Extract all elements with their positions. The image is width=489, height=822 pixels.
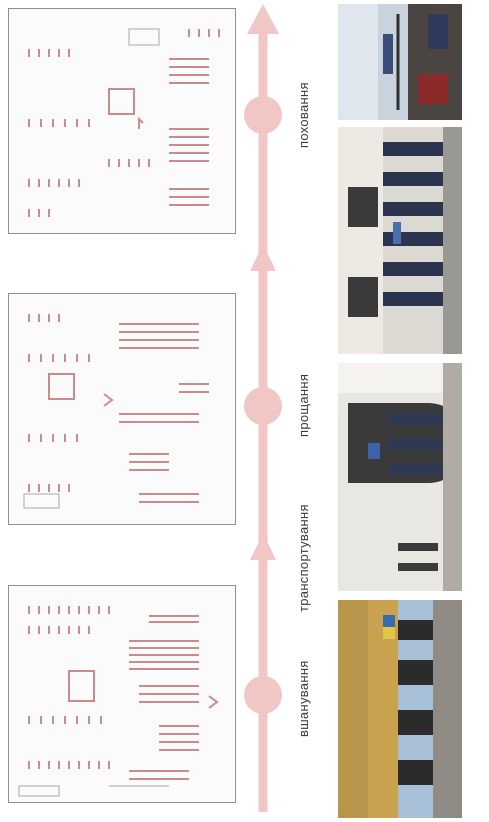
stage-marker-vshanuvannya [244,676,282,714]
timeline-arrowhead-upper [250,244,276,271]
stage-label-transportuvannya: транспортування [296,504,311,612]
timeline-arrowhead-mid [250,533,276,560]
photo-vshanuvannya-park [338,600,462,818]
photo-pokhovannya-ceremony [338,127,462,354]
scheme-panel-proshchannya [8,293,236,525]
stage-label-vshanuvannya: вшанування [296,660,311,737]
stage-label-proshchannya: прощання [296,373,311,437]
scheme-drawing-proshchannya [23,314,209,509]
scheme-drawing-vshanuvannya [18,606,219,797]
photo-pokhovannya-street [338,4,462,120]
scheme-panel-vshanuvannya [8,585,236,803]
scheme-drawing-pokhovannya [28,28,220,217]
stage-marker-pokhovannya [244,96,282,134]
stage-marker-proshchannya [244,387,282,425]
photo-proshchannya-church [338,363,462,591]
stage-label-pokhovannya: поховання [296,82,311,148]
scheme-panel-pokhovannya [8,8,236,234]
timeline-arrowhead-top [247,4,279,34]
